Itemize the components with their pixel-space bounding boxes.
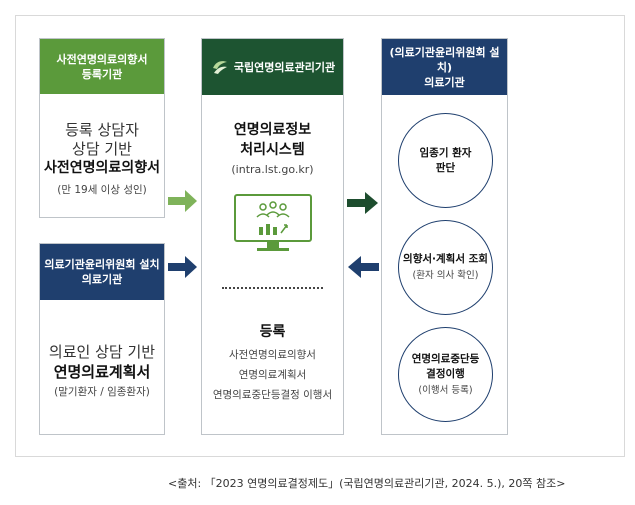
left-top-line1: 등록 상담자 bbox=[65, 121, 139, 139]
arrow-left-navy-icon bbox=[348, 256, 379, 278]
left-bottom-line3: (말기환자 / 임종환자) bbox=[54, 386, 150, 398]
left-top-header: 사전연명의료의향서 등록기관 bbox=[40, 39, 164, 94]
registration-item: 사전연명의료의향서 bbox=[229, 349, 316, 361]
system-title-line1: 연명의료정보 bbox=[233, 122, 312, 138]
arrow-right-dark-green-icon bbox=[347, 192, 378, 214]
registration-item: 연명의료중단등결정 이행서 bbox=[212, 389, 333, 401]
decision-implementation-circle: 연명의료중단등 결정이행 (이행서 등록) bbox=[398, 327, 493, 422]
monitor-icon bbox=[234, 194, 312, 251]
system-title-line2: 처리시스템 bbox=[240, 142, 305, 158]
registration-item: 연명의료계획서 bbox=[238, 369, 307, 381]
left-top-line4: (만 19세 이상 성인) bbox=[57, 184, 147, 196]
left-bottom-line2: 연명의료계획서 bbox=[53, 363, 151, 381]
end-of-life-judgment-circle: 임종기 환자 판단 bbox=[398, 113, 493, 208]
ethics-committee-institution-box: 의료기관윤리위원회 설치 의료기관 의료인 상담 기반 연명의료계획서 (말기환… bbox=[39, 243, 165, 435]
right-header: (의료기관윤리위원회 설치) 의료기관 bbox=[382, 39, 507, 95]
document-inquiry-circle: 의향서·계획서 조회 (환자 의사 확인) bbox=[398, 220, 493, 315]
agency-logo-icon bbox=[212, 61, 227, 74]
system-url: (intra.lst.go.kr) bbox=[231, 163, 314, 176]
arrow-right-green-icon bbox=[168, 190, 197, 212]
registration-title: 등록 bbox=[259, 324, 286, 340]
source-caption: <출처: 「2023 연명의료결정제도」(국립연명의료관리기관, 2024. 5… bbox=[168, 477, 566, 490]
medical-institution-box: (의료기관윤리위원회 설치) 의료기관 임종기 환자 판단 의향서·계획서 조회… bbox=[381, 38, 508, 435]
left-top-line3: 사전연명의료의향서 bbox=[44, 160, 160, 176]
center-header: 국립연명의료관리기관 bbox=[202, 39, 343, 95]
left-bottom-line1: 의료인 상담 기반 bbox=[48, 343, 156, 361]
advance-directive-registration-box: 사전연명의료의향서 등록기관 등록 상담자 상담 기반 사전연명의료의향서 (만… bbox=[39, 38, 165, 218]
national-agency-box: 국립연명의료관리기관 연명의료정보 처리시스템 (intra.lst.go.kr… bbox=[201, 38, 344, 435]
dotted-divider bbox=[222, 287, 323, 289]
left-top-line2: 상담 기반 bbox=[72, 140, 132, 158]
left-bottom-header: 의료기관윤리위원회 설치 의료기관 bbox=[40, 244, 164, 300]
arrow-right-navy-icon bbox=[168, 256, 197, 278]
